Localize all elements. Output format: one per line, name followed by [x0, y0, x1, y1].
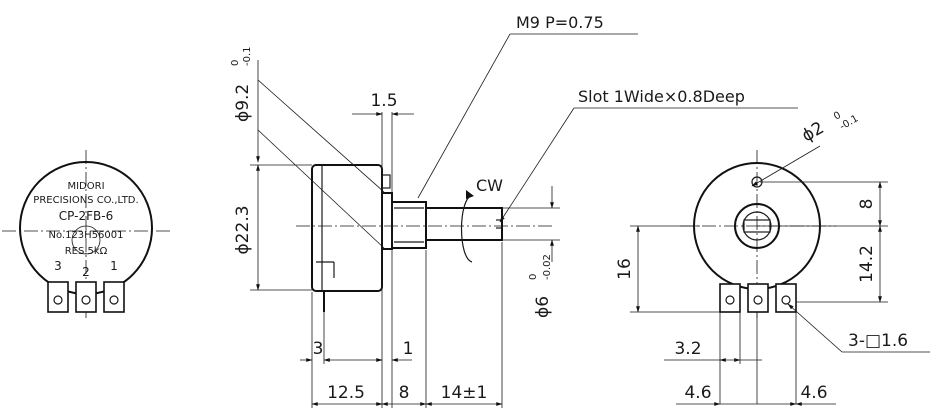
- slot-callout: Slot 1Wide×0.8Deep: [578, 87, 745, 106]
- rear-view: ϕ2 0 -0.1 8 14.2 16 3.2 4.6 4.6: [615, 110, 930, 406]
- side-bushing: [391, 201, 427, 249]
- dim-8: 8: [399, 383, 410, 403]
- rear-terminals: [719, 283, 797, 313]
- dim-2-tol-upper: 0: [832, 110, 843, 123]
- front-terminals: [47, 281, 125, 313]
- dim-8-rear: 8: [857, 199, 877, 210]
- dim-3: 3: [313, 339, 324, 359]
- dim-2: ϕ2: [799, 118, 828, 146]
- front-terminal-1: 1: [110, 259, 118, 273]
- dim-4-6-right: 4.6: [800, 383, 827, 403]
- side-view: ϕ22.3 ϕ9.2 0 -0.1 1.5 3 1 12.5 8 14±1 ϕ6…: [230, 13, 798, 408]
- thread-callout: M9 P=0.75: [516, 13, 604, 32]
- dim-9-2: ϕ9.2: [233, 84, 253, 122]
- dim-9-2-tol-lower: -0.1: [242, 46, 253, 66]
- front-view: MIDORI PRECISIONS CO.,LTD. CP-2FB-6 No.1…: [2, 150, 172, 320]
- dim-3-2: 3.2: [674, 339, 701, 359]
- front-resistance: RES.5kΩ: [65, 246, 108, 257]
- side-bushing-flange: [381, 192, 393, 250]
- front-shaft-circle: [71, 225, 101, 255]
- dim-6-tol-upper: 0: [528, 274, 539, 280]
- dim-14: 14±1: [441, 383, 488, 403]
- front-brand-1: MIDORI: [67, 181, 104, 192]
- dim-9-2-tol-upper: 0: [230, 60, 241, 66]
- dim-16: 16: [615, 258, 635, 280]
- front-serial: No.123H56001: [48, 230, 123, 241]
- side-shaft: [425, 207, 503, 241]
- side-pin: [381, 174, 391, 189]
- dim-1: 1: [403, 339, 414, 359]
- dim-1-5: 1.5: [370, 91, 397, 111]
- dim-22-3: ϕ22.3: [233, 205, 253, 254]
- cw-rotation-arrow: [460, 194, 473, 263]
- dim-12-5: 12.5: [327, 383, 365, 403]
- dim-2-tol-lower: -0.1: [838, 113, 860, 132]
- front-brand-2: PRECISIONS CO.,LTD.: [33, 195, 138, 206]
- front-model: CP-2FB-6: [59, 209, 113, 223]
- dim-6-tol-lower: -0.02: [542, 254, 553, 280]
- cw-label: CW: [476, 176, 503, 195]
- front-terminal-2: 2: [82, 265, 90, 279]
- front-terminal-3: 3: [54, 259, 62, 273]
- terminal-note: 3-□1.6: [848, 331, 908, 351]
- dim-4-6-left: 4.6: [684, 383, 711, 403]
- dim-6: ϕ6: [533, 296, 553, 318]
- dim-14-2: 14.2: [857, 245, 877, 283]
